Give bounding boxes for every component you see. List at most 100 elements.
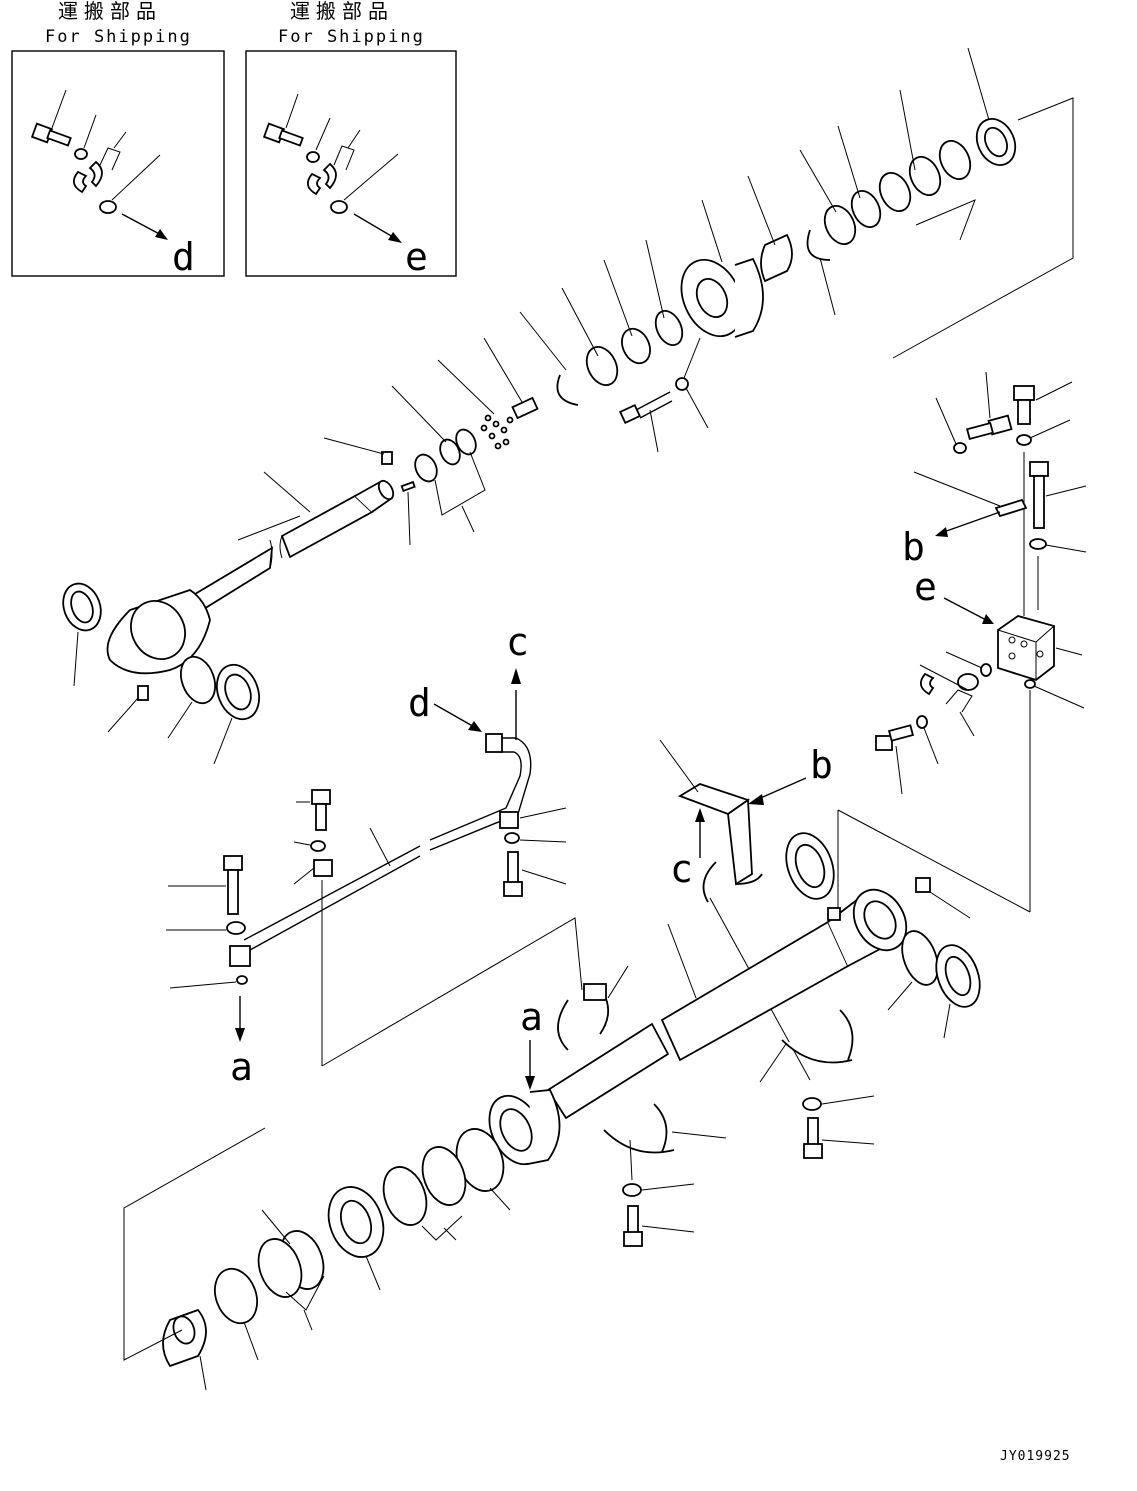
backup-rings-part xyxy=(382,1146,467,1241)
arrow-b-bracket-icon xyxy=(748,794,764,805)
shipping-box-right: 運搬部品 For Shipping e xyxy=(245,0,457,279)
shipping-frame-right xyxy=(245,50,457,277)
bolt-part xyxy=(966,371,1013,441)
dust-seal-part xyxy=(167,655,217,739)
grease-fitting-part xyxy=(400,480,416,546)
cylinder-bottom-part xyxy=(488,1089,561,1166)
washer-part xyxy=(916,715,928,729)
piston-rod-part xyxy=(106,471,395,675)
dust-seal-part xyxy=(967,47,1017,166)
band-part xyxy=(759,1009,854,1083)
dust-seal-part xyxy=(785,832,835,900)
rings-part xyxy=(837,89,976,241)
ball-set-part xyxy=(437,359,514,450)
bolt-part xyxy=(803,1117,875,1159)
shipping-caption-right: For Shipping xyxy=(278,27,425,47)
shipping-box-left: 運搬部品 For Shipping d xyxy=(11,0,225,279)
washer-part xyxy=(1016,434,1032,446)
shipping-kanji-left: 運搬部品 xyxy=(58,0,162,23)
band-part xyxy=(603,1103,727,1181)
cylinder-head-part xyxy=(680,199,764,338)
arrow-a-icon xyxy=(235,1028,245,1042)
ref-b-top: b xyxy=(902,525,925,569)
arrow-b-icon xyxy=(935,527,948,537)
shipping-caption-left: For Shipping xyxy=(45,27,192,47)
bolt-part xyxy=(168,855,243,915)
bracket-part xyxy=(659,739,763,903)
clamp-half-part xyxy=(322,162,337,190)
retainer-part xyxy=(519,311,579,406)
collar-part xyxy=(162,1308,207,1391)
arrow-a-cyl-icon xyxy=(525,1076,535,1090)
group-frame-line xyxy=(892,97,1074,359)
arrow-e-block-icon xyxy=(982,614,994,624)
snap-ring-part xyxy=(799,149,857,316)
plug-part xyxy=(483,337,539,420)
wear-rings-part xyxy=(257,1209,325,1331)
washer-part xyxy=(226,921,246,935)
clamp-half-part xyxy=(919,672,935,696)
bolt-part xyxy=(619,391,673,453)
clamp-part xyxy=(293,859,333,1066)
o-ring-part xyxy=(980,663,992,677)
spacer-part xyxy=(603,259,651,365)
shipping-kanji-right: 運搬部品 xyxy=(290,0,394,23)
long-bolt-part xyxy=(1029,461,1087,529)
bolt-part xyxy=(623,1205,695,1247)
ref-d-pipe: d xyxy=(408,681,431,725)
arrow-c-icon xyxy=(511,668,521,684)
bushing-part xyxy=(747,175,793,283)
o-ring-part xyxy=(214,1267,259,1361)
ref-e-block: e xyxy=(914,565,937,609)
washer-part xyxy=(504,832,520,844)
o-ring-part xyxy=(1024,679,1036,689)
ref-a-bottom: a xyxy=(230,1045,253,1089)
arrow-e-icon xyxy=(388,232,402,243)
group-frame-line xyxy=(837,809,1031,913)
dust-seal-part xyxy=(887,930,939,1011)
bolt-part xyxy=(1013,381,1073,425)
washer-part xyxy=(1029,538,1047,550)
piston-part xyxy=(561,287,619,386)
washer-part xyxy=(802,1097,822,1111)
clamp-half-part xyxy=(306,172,322,196)
bolt-part xyxy=(503,851,567,897)
shipping-frame-left xyxy=(11,50,225,277)
pipe-flange-part xyxy=(229,945,251,967)
pin-part xyxy=(323,437,393,465)
plate-part xyxy=(913,471,1028,518)
washer-part xyxy=(306,151,320,163)
bushing-part xyxy=(935,944,981,1039)
clamp-half-part xyxy=(957,673,979,691)
piston-part xyxy=(327,1186,385,1291)
clamp-half-part xyxy=(72,170,88,194)
group-frame-line xyxy=(321,917,583,1067)
band-part xyxy=(557,965,629,1051)
cylinder-tube-part xyxy=(546,888,908,1120)
o-ring-part xyxy=(330,200,348,214)
washer-part xyxy=(310,840,326,852)
bolt-part xyxy=(296,789,331,831)
nut-part xyxy=(645,239,684,346)
arrow-d-pipe-icon xyxy=(468,721,482,732)
washer-part xyxy=(74,148,88,160)
dust-seal-part xyxy=(213,663,260,765)
valve-block-part xyxy=(997,615,1083,682)
ref-c-top: c xyxy=(506,620,529,664)
ref-c-bottom: c xyxy=(670,847,693,891)
bolt-part xyxy=(262,93,304,147)
grease-fitting-part xyxy=(915,877,931,893)
arrow-c-bracket-icon xyxy=(695,808,705,822)
arrow-d-icon xyxy=(155,229,168,240)
pipe-part xyxy=(243,733,532,951)
clamp-half-part xyxy=(88,160,103,188)
clamp-part xyxy=(499,807,567,829)
o-ring-part xyxy=(99,200,117,214)
washer-part xyxy=(622,1183,642,1197)
group-frame-line xyxy=(123,1127,266,1361)
washer-part xyxy=(675,337,709,429)
ref-e-box: e xyxy=(405,235,428,279)
ref-d-box: d xyxy=(172,235,195,279)
